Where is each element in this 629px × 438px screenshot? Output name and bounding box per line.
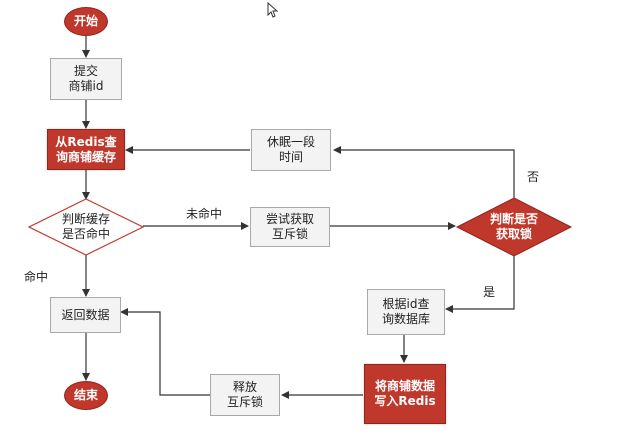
decision-lock-shape [455, 197, 573, 257]
start-node: 开始 [64, 7, 108, 36]
edge-label-hit: 命中 [24, 270, 49, 284]
edge-checklock-querydb [445, 255, 515, 313]
edge-label-miss: 未命中 [186, 207, 223, 221]
try-lock-node: 尝试获取 互斥锁 [250, 207, 330, 247]
query-redis-node: 从Redis查 询商铺缓存 [47, 129, 125, 170]
write-redis-node: 将商铺数据 写入Redis [364, 364, 446, 424]
edge-release-return [120, 308, 210, 396]
sleep-node: 休眠一段 时间 [251, 129, 331, 171]
mouse-cursor-icon [267, 2, 279, 18]
edge-label-yes: 是 [483, 285, 496, 299]
query-db-node: 根据id查 询数据库 [367, 289, 445, 335]
check-lock-label: 判断是否 获取锁 [489, 212, 538, 241]
end-node: 结束 [64, 381, 108, 410]
edge-label-no: 否 [527, 170, 540, 184]
decision-cache-shape [27, 198, 145, 256]
return-data-node: 返回数据 [50, 297, 121, 333]
check-cache-label: 判断缓存 是否命中 [61, 212, 110, 241]
edge-checklock-sleep [333, 146, 515, 198]
submit-node: 提交 商铺id [50, 58, 122, 100]
release-lock-node: 释放 互斥锁 [210, 374, 280, 416]
